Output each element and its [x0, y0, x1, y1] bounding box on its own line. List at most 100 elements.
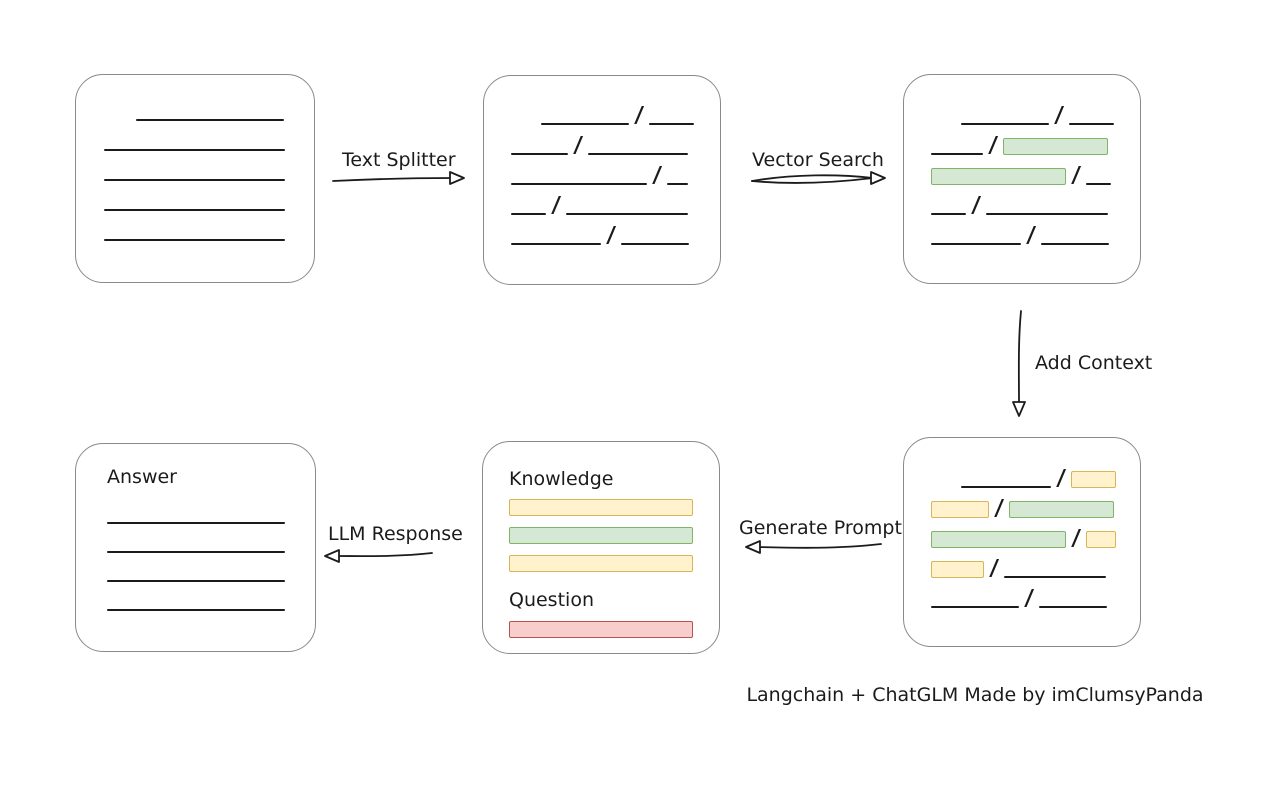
- text-line: [621, 243, 690, 245]
- chunk-line: /: [511, 95, 720, 128]
- vector-search-arrow-upper: [751, 174, 874, 182]
- chunk-line: /: [931, 518, 1140, 551]
- slash-separator: /: [970, 193, 982, 218]
- chunk-line: /: [931, 458, 1140, 491]
- slash-separator: /: [572, 133, 584, 158]
- chunk-line: /: [931, 578, 1140, 611]
- text-line: [566, 213, 689, 215]
- chunk-lines: / / / / /: [484, 76, 720, 248]
- yellow-bar: [509, 555, 693, 572]
- chunk-line: /: [931, 548, 1140, 581]
- chunk-line: [107, 524, 315, 553]
- text-line: [588, 153, 689, 155]
- chunk-line: /: [931, 155, 1140, 188]
- chunk-line: /: [931, 185, 1140, 218]
- text-chunks-box: / / / / /: [483, 75, 721, 285]
- knowledge-label: Knowledge: [509, 468, 614, 490]
- text-line: [104, 209, 285, 211]
- matched-chunk-lines: / / / / /: [904, 75, 1140, 248]
- slash-separator: /: [651, 163, 663, 188]
- yellow-chunk-highlight: [931, 501, 989, 518]
- text-line: [107, 609, 285, 611]
- text-line: [104, 149, 285, 151]
- yellow-chunk-highlight: [1071, 471, 1117, 488]
- chunk-line: [104, 151, 314, 181]
- slash-separator: /: [633, 103, 645, 128]
- text-line: [511, 243, 601, 245]
- slash-separator: /: [1055, 466, 1067, 491]
- text-line: [136, 119, 284, 121]
- text-line: [107, 551, 285, 553]
- green-bar: [509, 527, 693, 544]
- text-line: [1069, 123, 1115, 125]
- text-line: [961, 486, 1051, 488]
- vector-search-arrow-lower: [751, 177, 874, 184]
- llm-response-arrowhead: [324, 549, 340, 563]
- yellow-bar: [509, 499, 693, 516]
- slash-separator: /: [1070, 526, 1082, 551]
- yellow-chunk-highlight: [1086, 531, 1117, 548]
- chunk-line: [107, 582, 315, 611]
- green-chunk-highlight: [931, 168, 1066, 185]
- text-line: [107, 522, 285, 524]
- green-chunk-highlight: [1009, 501, 1115, 518]
- green-chunk-highlight: [1003, 138, 1109, 155]
- chunk-line: [107, 495, 315, 524]
- green-chunk-highlight: [931, 531, 1066, 548]
- chunk-line: /: [511, 215, 720, 248]
- text-line: [931, 606, 1019, 608]
- chunk-line: [104, 91, 314, 121]
- slash-separator: /: [988, 556, 1000, 581]
- text-line: [104, 179, 285, 181]
- answer-content: Answer: [76, 444, 315, 611]
- text-line: [511, 183, 647, 185]
- text-line: [931, 153, 983, 155]
- text-line: [511, 153, 568, 155]
- vector-search-arrowhead: [870, 171, 886, 185]
- question-label: Question: [509, 589, 594, 611]
- text-line: [667, 183, 689, 185]
- generate-prompt-arrowhead: [745, 540, 761, 554]
- document-lines: [76, 75, 314, 241]
- text-line: [1039, 606, 1108, 608]
- chunk-line: [107, 553, 315, 582]
- text-line: [107, 580, 285, 582]
- prompt-box: Knowledge Question: [482, 441, 720, 654]
- slash-separator: /: [550, 193, 562, 218]
- slash-separator: /: [993, 496, 1005, 521]
- text-line: [104, 239, 285, 241]
- chunk-line: /: [931, 95, 1140, 128]
- text-line: [511, 213, 546, 215]
- chunk-line: [104, 181, 314, 211]
- context-chunks-box: /////: [903, 437, 1141, 647]
- slash-separator: /: [987, 133, 999, 158]
- chunk-line: /: [511, 155, 720, 188]
- vector-matched-chunks-box: / / / / /: [903, 74, 1141, 284]
- chunk-line: /: [931, 125, 1140, 158]
- vector-search-label: Vector Search: [752, 149, 884, 171]
- slash-separator: /: [1070, 163, 1082, 188]
- text-splitter-label: Text Splitter: [342, 149, 456, 171]
- answer-lines: [107, 495, 315, 611]
- caption: Langchain + ChatGLM Made by imClumsyPand…: [746, 684, 1204, 706]
- generate-prompt-label: Generate Prompt: [739, 517, 902, 539]
- text-line: [1086, 183, 1112, 185]
- question-bars: [509, 621, 719, 638]
- yellow-chunk-highlight: [931, 561, 984, 578]
- llm-response-label: LLM Response: [328, 523, 463, 545]
- chunk-line: /: [511, 185, 720, 218]
- chunk-line: /: [931, 488, 1140, 521]
- context-chunk-lines: /////: [904, 438, 1140, 611]
- text-line: [541, 123, 629, 125]
- add-context-arrow: [1017, 310, 1022, 405]
- text-line: [931, 213, 966, 215]
- red-bar: [509, 621, 693, 638]
- slash-separator: /: [605, 223, 617, 248]
- slash-separator: /: [1053, 103, 1065, 128]
- slash-separator: /: [1025, 223, 1037, 248]
- chunk-line: /: [511, 125, 720, 158]
- text-line: [1004, 576, 1107, 578]
- text-splitter-arrow: [332, 177, 453, 182]
